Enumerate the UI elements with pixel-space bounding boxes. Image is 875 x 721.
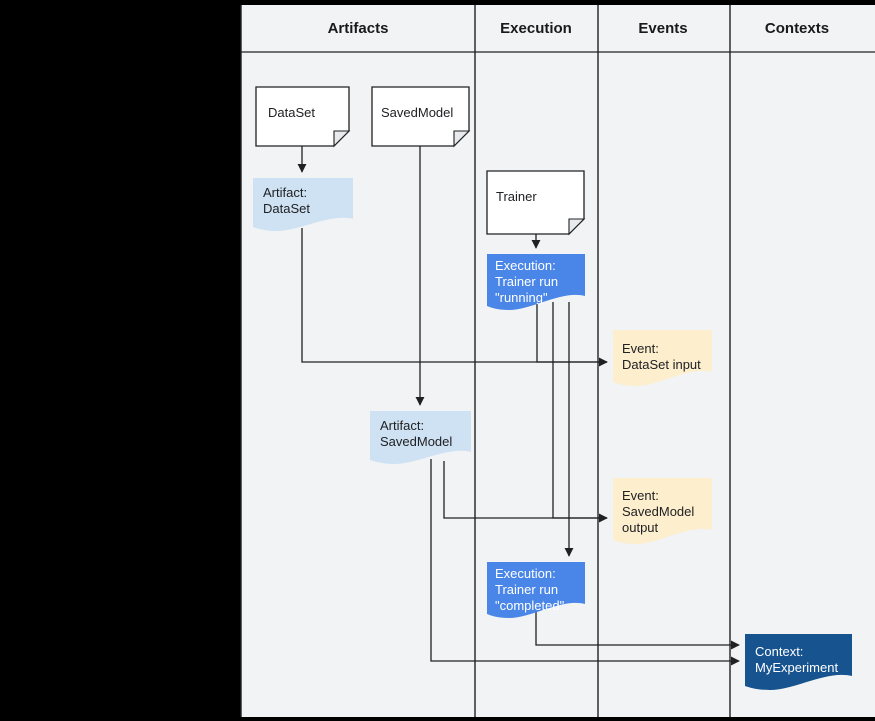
node-label-exec-completed-line2: Trainer run (495, 582, 558, 597)
node-label-event-input-line1: Event: (622, 341, 659, 356)
node-context-myexperiment[interactable]: Context: MyExperiment (745, 634, 852, 690)
lane-title-events: Events (638, 20, 687, 37)
swimlane-artifacts[interactable]: Artifacts (240, 5, 475, 717)
node-type-savedmodel[interactable]: SavedModel (371, 86, 471, 148)
event-doc-shape (613, 330, 712, 386)
event-doc-shape (613, 478, 712, 544)
node-label-artifact-savedmodel-line2: SavedModel (380, 434, 452, 449)
node-label-context-line1: Context: (755, 644, 803, 659)
node-label-artifact-dataset-line2: DataSet (263, 201, 310, 216)
node-event-savedmodel-output[interactable]: Event: SavedModel output (613, 478, 712, 544)
node-artifact-savedmodel[interactable]: Artifact: SavedModel (370, 411, 471, 464)
execution-doc-shape (487, 562, 585, 618)
node-label-context-line2: MyExperiment (755, 660, 838, 675)
artifact-doc-shape (253, 178, 353, 231)
node-label-dataset: DataSet (268, 105, 315, 120)
node-execution-completed[interactable]: Execution: Trainer run "completed" (487, 562, 585, 618)
node-label-exec-completed-line1: Execution: (495, 566, 556, 581)
node-label-exec-completed-line3: "completed" (495, 598, 565, 613)
node-type-trainer[interactable]: Trainer (486, 170, 586, 236)
node-event-dataset-input[interactable]: Event: DataSet input (613, 330, 712, 386)
context-doc-shape (745, 634, 852, 690)
edge-execution-completed-to-context (535, 610, 740, 650)
node-label-exec-running-line2: Trainer run (495, 274, 558, 289)
node-execution-running[interactable]: Execution: Trainer run "running" (487, 254, 585, 310)
node-label-event-input-line2: DataSet input (622, 357, 701, 372)
node-artifact-dataset[interactable]: Artifact: DataSet (253, 178, 353, 231)
folded-corner-icon (333, 130, 351, 148)
node-type-dataset[interactable]: DataSet (255, 86, 351, 148)
node-label-exec-running-line3: "running" (495, 290, 548, 305)
connectors (297, 146, 740, 666)
edge-execution-running-to-event-input (536, 300, 607, 363)
execution-doc-shape (487, 254, 585, 310)
edge-artifact-savedmodel-to-event-output (443, 461, 608, 523)
node-label-event-output-line2: SavedModel (622, 504, 694, 519)
node-label-artifact-dataset-line1: Artifact: (263, 185, 307, 200)
lane-title-execution: Execution (500, 20, 572, 37)
swimlane-execution[interactable]: Execution (474, 5, 598, 717)
node-label-event-output-line1: Event: (622, 488, 659, 503)
swimlane-events[interactable]: Events (597, 5, 730, 717)
node-label-trainer: Trainer (496, 189, 537, 204)
node-label-artifact-savedmodel-line1: Artifact: (380, 418, 424, 433)
node-label-event-output-line3: output (622, 520, 659, 535)
swimlane-contexts[interactable]: Contexts (729, 5, 875, 717)
lane-title-artifacts: Artifacts (328, 20, 389, 37)
node-label-savedmodel: SavedModel (381, 105, 453, 120)
artifact-doc-shape (370, 411, 471, 464)
lane-title-contexts: Contexts (765, 20, 829, 37)
folded-corner-icon (568, 218, 586, 236)
edge-artifact-dataset-to-event-input (301, 228, 608, 367)
edge-artifact-savedmodel-to-context (430, 459, 740, 666)
node-label-exec-running-line1: Execution: (495, 258, 556, 273)
folded-corner-icon (453, 130, 471, 148)
